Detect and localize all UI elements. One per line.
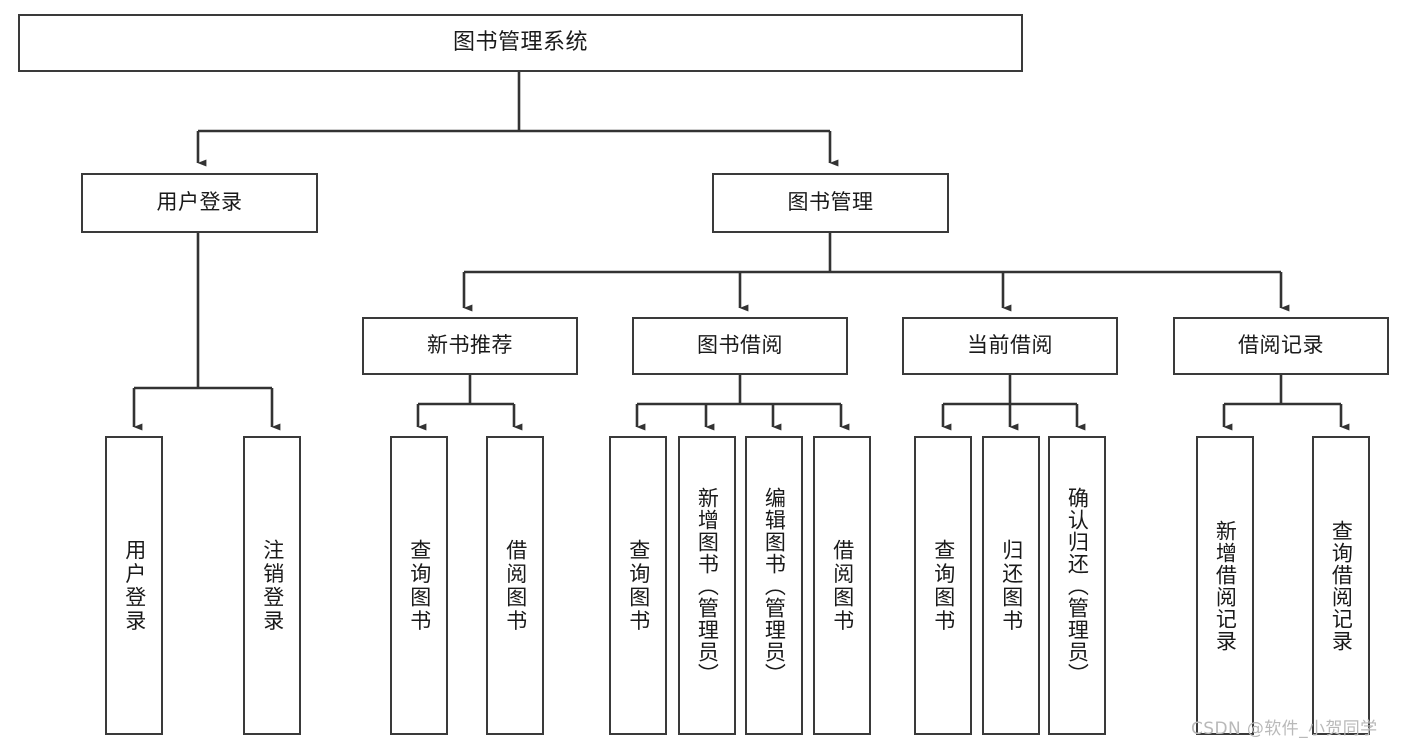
node-leaf-borrow-book-2[interactable]: 借阅图书 <box>813 436 871 735</box>
node-leaf-logout-login[interactable]: 注销登录 <box>243 436 301 735</box>
node-leaf-query-book-2[interactable]: 查询图书 <box>609 436 667 735</box>
node-label: 图书管理 <box>787 190 874 215</box>
node-leaf-confirm-return[interactable]: 确认归还（管理员） <box>1048 436 1106 735</box>
node-label: 用户登录 <box>122 538 147 633</box>
node-label: 注销登录 <box>260 538 285 633</box>
node-label: 新增借阅记录 <box>1213 519 1238 652</box>
node-leaf-query-book-1[interactable]: 查询图书 <box>390 436 448 735</box>
node-label: 借阅图书 <box>503 538 528 633</box>
node-label: 归还图书 <box>999 538 1024 633</box>
node-label: 编辑图书（管理员） <box>762 486 787 685</box>
node-leaf-add-record[interactable]: 新增借阅记录 <box>1196 436 1254 735</box>
node-label: 查询借阅记录 <box>1329 519 1354 652</box>
node-book-borrow[interactable]: 图书借阅 <box>632 317 848 375</box>
node-new-book-recommend[interactable]: 新书推荐 <box>362 317 578 375</box>
node-leaf-borrow-book-1[interactable]: 借阅图书 <box>486 436 544 735</box>
node-label: 查询图书 <box>407 538 432 633</box>
node-label: 借阅图书 <box>830 538 855 633</box>
node-leaf-query-record[interactable]: 查询借阅记录 <box>1312 436 1370 735</box>
node-book-management[interactable]: 图书管理 <box>712 173 949 233</box>
node-leaf-add-book[interactable]: 新增图书（管理员） <box>678 436 736 735</box>
node-label: 确认归还（管理员） <box>1065 486 1090 685</box>
node-leaf-edit-book[interactable]: 编辑图书（管理员） <box>745 436 803 735</box>
node-leaf-user-login[interactable]: 用户登录 <box>105 436 163 735</box>
node-label: 查询图书 <box>931 538 956 633</box>
node-root-system[interactable]: 图书管理系统 <box>18 14 1023 72</box>
node-label: 图书管理系统 <box>452 29 588 55</box>
node-borrow-record[interactable]: 借阅记录 <box>1173 317 1389 375</box>
node-label: 当前借阅 <box>967 333 1053 358</box>
node-label: 图书借阅 <box>697 333 783 358</box>
node-user-login[interactable]: 用户登录 <box>81 173 318 233</box>
node-label: 用户登录 <box>156 190 243 215</box>
node-label: 借阅记录 <box>1238 333 1324 358</box>
node-leaf-return-book[interactable]: 归还图书 <box>982 436 1040 735</box>
node-current-borrow[interactable]: 当前借阅 <box>902 317 1118 375</box>
csdn-watermark: CSDN @软件_小贺同学 <box>1191 719 1378 739</box>
node-label: 新增图书（管理员） <box>695 486 720 685</box>
node-leaf-query-book-3[interactable]: 查询图书 <box>914 436 972 735</box>
node-label: 新书推荐 <box>427 333 513 358</box>
node-label: 查询图书 <box>626 538 651 633</box>
